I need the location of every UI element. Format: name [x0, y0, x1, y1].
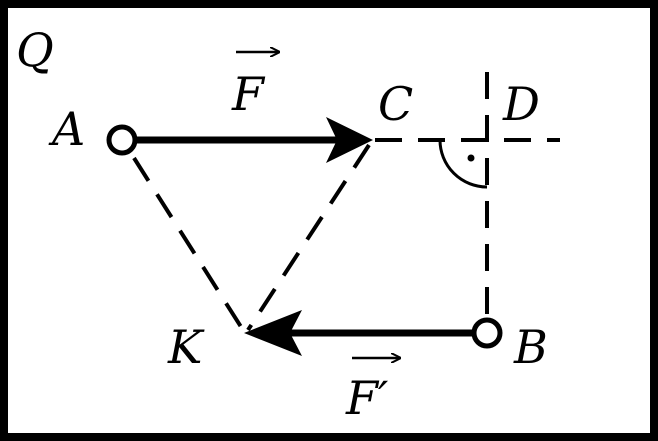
dashed-line-c-k: [246, 143, 371, 332]
point-label-d: D: [502, 77, 540, 131]
right-angle-dot: [467, 154, 475, 162]
point-b-marker: [471, 317, 503, 349]
point-label-c: C: [378, 77, 413, 131]
right-angle-arc: [438, 139, 488, 189]
point-label-a: A: [48, 102, 85, 156]
point-label-b: B: [513, 320, 548, 374]
force-f-prime-arrowhead: [244, 310, 302, 356]
force-f-arrowhead: [326, 117, 373, 163]
point-label-k: K: [167, 320, 205, 374]
plane-label-q: Q: [16, 23, 54, 77]
force-label-f-prime-letter: F: [345, 371, 380, 425]
force-label-f: F: [231, 67, 266, 121]
point-a-marker: [106, 124, 138, 156]
force-label-f-prime-mark: ′: [378, 371, 389, 425]
dashed-line-a-k: [132, 156, 245, 332]
force-label-f-prime: F′: [345, 371, 389, 425]
